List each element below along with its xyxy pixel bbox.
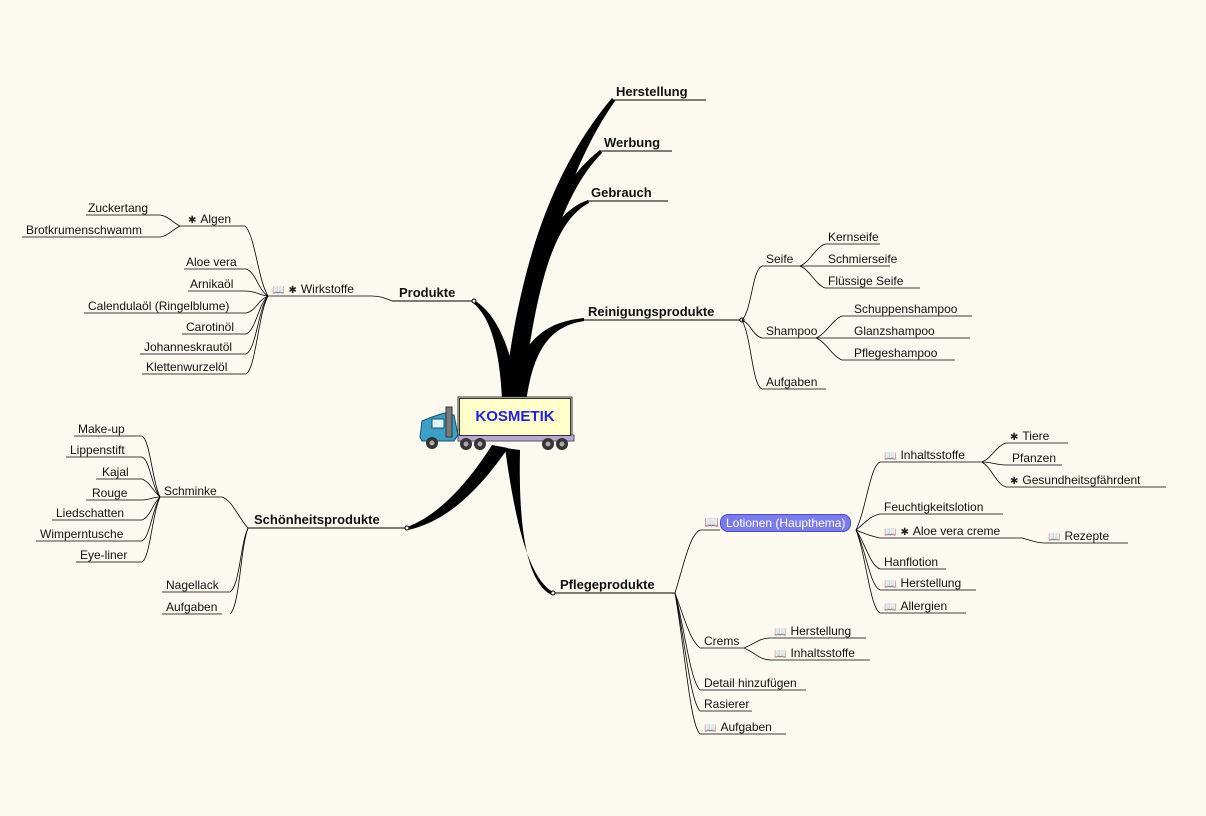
node-eye-liner[interactable]: Eye-liner bbox=[80, 548, 128, 562]
node-nagellack[interactable]: Nagellack bbox=[166, 578, 219, 592]
gear-icon: ✱ bbox=[900, 527, 909, 538]
node-kernseife[interactable]: Kernseife bbox=[828, 230, 879, 244]
node-feuchtigkeitslotion[interactable]: Feuchtigkeitslotion bbox=[884, 500, 984, 514]
node-schmierseife[interactable]: Schmierseife bbox=[828, 252, 898, 266]
book-icon: 📖 bbox=[884, 602, 897, 613]
node-lotion-herstellung[interactable]: 📖Herstellung bbox=[884, 576, 961, 592]
gear-icon: ✱ bbox=[188, 215, 197, 226]
branch-pflegeprodukte[interactable]: Pflegeprodukte bbox=[560, 577, 655, 592]
node-schminke[interactable]: Schminke bbox=[164, 484, 217, 498]
node-rouge[interactable]: Rouge bbox=[92, 486, 128, 500]
node-brotkrumenschwamm[interactable]: Brotkrumenschwamm bbox=[26, 223, 143, 237]
branch-link-produkte bbox=[473, 300, 518, 400]
branch-link-schoenheit bbox=[407, 445, 508, 530]
branch-gebrauch[interactable]: Gebrauch bbox=[591, 185, 652, 200]
node-glanzshampoo[interactable]: Glanzshampoo bbox=[854, 324, 935, 338]
node-arnikaoel[interactable]: Arnikaöl bbox=[190, 277, 234, 291]
node-crems-herstellung[interactable]: 📖Herstellung bbox=[774, 624, 851, 640]
node-wirkstoffe-label: Wirkstoffe bbox=[300, 282, 354, 296]
central-topic-label[interactable]: KOSMETIK bbox=[459, 398, 571, 436]
book-icon: 📖 bbox=[272, 285, 285, 296]
node-pflege-aufgaben-label: Aufgaben bbox=[720, 720, 772, 734]
node-algen[interactable]: ✱Algen bbox=[188, 212, 231, 228]
node-fluessige-seife[interactable]: Flüssige Seife bbox=[828, 274, 904, 288]
node-klettenwurzeloel[interactable]: Klettenwurzelöl bbox=[146, 360, 228, 374]
node-kajal[interactable]: Kajal bbox=[102, 465, 129, 479]
node-lotionen-selected[interactable]: Lotionen (Haupthema) bbox=[720, 514, 852, 532]
node-allergien[interactable]: 📖Allergien bbox=[884, 599, 947, 615]
branch-reinigungsprodukte[interactable]: Reinigungsprodukte bbox=[588, 304, 715, 319]
book-icon: 📖 bbox=[884, 527, 897, 538]
node-rezepte-label: Rezepte bbox=[1064, 529, 1110, 543]
node-schuppenshampoo[interactable]: Schuppenshampoo bbox=[854, 302, 958, 316]
node-gesundheitsgefaehrdent[interactable]: ✱Gesundheitsgfährdent bbox=[1010, 473, 1140, 489]
node-rasierer[interactable]: Rasierer bbox=[704, 697, 750, 711]
branch-link-gebrauch bbox=[505, 200, 589, 398]
node-reinigung-aufgaben[interactable]: Aufgaben bbox=[766, 375, 818, 389]
node-wirkstoffe[interactable]: 📖✱Wirkstoffe bbox=[272, 282, 354, 298]
node-aloe-vera-creme[interactable]: 📖✱Aloe vera creme bbox=[884, 524, 1000, 540]
node-detail-hinzufuegen[interactable]: Detail hinzufügen bbox=[704, 676, 797, 690]
book-icon: 📖 bbox=[884, 579, 897, 590]
node-johanneskrautoel[interactable]: Johanneskrautöl bbox=[144, 340, 233, 354]
gear-icon: ✱ bbox=[1010, 476, 1019, 487]
node-rezepte[interactable]: 📖Rezepte bbox=[1048, 529, 1109, 545]
node-lotion-herstellung-label: Herstellung bbox=[900, 576, 962, 590]
node-algen-label: Algen bbox=[200, 212, 232, 226]
book-icon: 📖 bbox=[704, 515, 719, 529]
book-icon: 📖 bbox=[1048, 532, 1061, 543]
gear-icon: ✱ bbox=[288, 285, 297, 296]
node-lotionen-label: Lotionen (Haupthema) bbox=[726, 516, 846, 530]
node-pflege-aufgaben[interactable]: 📖Aufgaben bbox=[704, 720, 772, 736]
node-tiere[interactable]: ✱Tiere bbox=[1010, 429, 1049, 445]
branch-schoenheitsprodukte[interactable]: Schönheitsprodukte bbox=[254, 512, 380, 527]
branch-produkte[interactable]: Produkte bbox=[399, 285, 456, 300]
node-crems[interactable]: Crems bbox=[704, 634, 740, 648]
node-pfanzen[interactable]: Pfanzen bbox=[1012, 451, 1057, 465]
node-crems-inhaltsstoffe[interactable]: 📖Inhaltsstoffe bbox=[774, 646, 855, 662]
node-make-up[interactable]: Make-up bbox=[78, 422, 125, 436]
gear-icon: ✱ bbox=[1010, 432, 1019, 443]
node-gesundheitsgefaehrdent-label: Gesundheitsgfährdent bbox=[1022, 473, 1141, 487]
node-hanflotion[interactable]: Hanflotion bbox=[884, 555, 939, 569]
node-seife[interactable]: Seife bbox=[766, 252, 794, 266]
book-icon: 📖 bbox=[774, 649, 787, 660]
node-liedschatten[interactable]: Liedschatten bbox=[56, 506, 125, 520]
branch-herstellung[interactable]: Herstellung bbox=[616, 84, 688, 99]
node-aloe-vera[interactable]: Aloe vera bbox=[186, 255, 237, 269]
branch-link-pflege bbox=[505, 448, 553, 595]
node-inhaltsstoffe-label: Inhaltsstoffe bbox=[900, 448, 965, 462]
node-carotinoel[interactable]: Carotinöl bbox=[186, 320, 235, 334]
node-crems-inhaltsstoffe-label: Inhaltsstoffe bbox=[790, 646, 855, 660]
branch-link-reinigung bbox=[508, 318, 584, 402]
node-allergien-label: Allergien bbox=[900, 599, 948, 613]
node-pflegeshampoo[interactable]: Pflegeshampoo bbox=[854, 346, 938, 360]
branch-werbung[interactable]: Werbung bbox=[604, 135, 661, 150]
node-zuckertang[interactable]: Zuckertang bbox=[88, 201, 149, 215]
node-crems-herstellung-label: Herstellung bbox=[790, 624, 852, 638]
node-shampoo[interactable]: Shampoo bbox=[766, 324, 818, 338]
node-tiere-label: Tiere bbox=[1022, 429, 1050, 443]
node-calendulaoel[interactable]: Calendulaöl (Ringelblume) bbox=[88, 299, 230, 313]
node-aloe-vera-creme-label: Aloe vera creme bbox=[912, 524, 1001, 538]
book-icon: 📖 bbox=[884, 451, 897, 462]
node-lippenstift[interactable]: Lippenstift bbox=[70, 443, 125, 457]
node-wimperntusche[interactable]: Wimperntusche bbox=[40, 527, 124, 541]
node-schoenheit-aufgaben[interactable]: Aufgaben bbox=[166, 600, 218, 614]
node-inhaltsstoffe[interactable]: 📖Inhaltsstoffe bbox=[884, 448, 965, 464]
book-icon: 📖 bbox=[774, 627, 787, 638]
book-icon: 📖 bbox=[704, 723, 717, 734]
